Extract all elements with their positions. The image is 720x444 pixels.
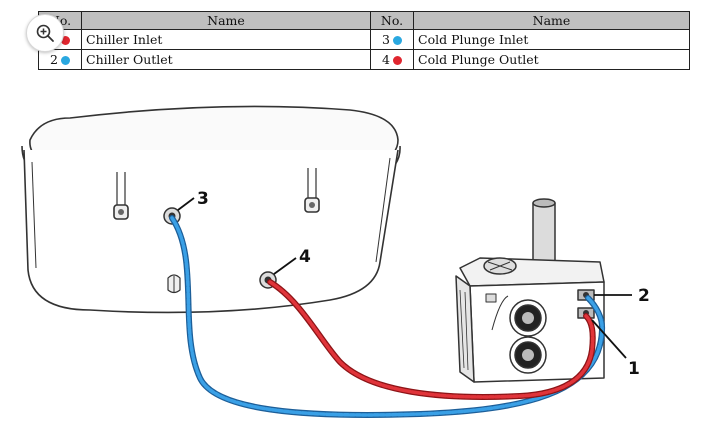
legend-number-cell: 4 bbox=[370, 49, 414, 70]
callout-line-3 bbox=[177, 197, 195, 211]
legend-number: 2 bbox=[50, 52, 58, 67]
callout-line-4 bbox=[273, 257, 297, 275]
connection-legend-table: No. Name No. Name 1 Chiller Inlet 3 Cold… bbox=[38, 11, 690, 70]
callout-lines bbox=[177, 197, 632, 359]
legend-name: Cold Plunge Outlet bbox=[413, 49, 690, 70]
blue-dot-icon bbox=[392, 36, 402, 45]
cold-plunge-tub bbox=[21, 105, 401, 314]
legend-number-cell: 3 bbox=[370, 29, 414, 50]
header-no-right: No. bbox=[370, 11, 414, 30]
legend-header-row: No. Name No. Name bbox=[38, 11, 690, 30]
legend-name: Cold Plunge Inlet bbox=[413, 29, 690, 50]
callout-line-1 bbox=[591, 319, 627, 359]
blue-dot-icon bbox=[60, 56, 70, 65]
legend-number: 3 bbox=[382, 32, 390, 47]
legend-name: Chiller Outlet bbox=[81, 49, 371, 70]
zoom-button[interactable] bbox=[26, 14, 64, 52]
zoom-in-icon bbox=[36, 24, 54, 42]
header-name-left: Name bbox=[81, 11, 371, 30]
chiller-unit bbox=[455, 198, 605, 383]
legend-row: 2 Chiller Outlet 4 Cold Plunge Outlet bbox=[38, 49, 690, 70]
red-dot-icon bbox=[392, 56, 402, 65]
legend-number: 4 bbox=[382, 52, 390, 67]
legend-number-cell: 2 bbox=[38, 49, 82, 70]
callout-2: 2 bbox=[638, 286, 650, 306]
hot-hose-highlight bbox=[268, 280, 595, 399]
callout-3: 3 bbox=[197, 189, 209, 209]
callout-4: 4 bbox=[299, 247, 311, 267]
callout-1: 1 bbox=[628, 359, 640, 379]
red-dot-icon bbox=[60, 36, 70, 45]
